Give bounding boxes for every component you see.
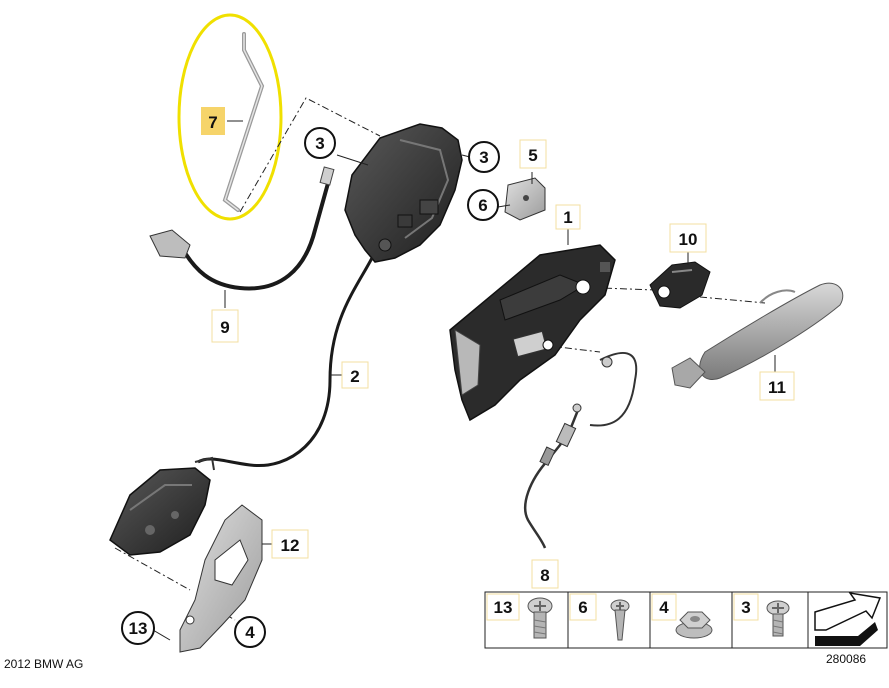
callout-3-left: 3 xyxy=(304,127,336,159)
part-12-bracket-plate xyxy=(179,504,272,653)
fastener-cell-6: 6 xyxy=(569,593,630,641)
lock-motor-unit xyxy=(109,456,215,556)
torx-screw-icon xyxy=(766,600,790,637)
svg-text:3: 3 xyxy=(315,134,324,153)
part-3-actuator-housing xyxy=(336,123,463,263)
callout-2: 2 xyxy=(341,361,369,389)
callout-1: 1 xyxy=(555,204,581,230)
svg-text:5: 5 xyxy=(528,146,537,165)
svg-text:13: 13 xyxy=(494,598,513,617)
svg-text:1: 1 xyxy=(563,208,572,227)
callout-11: 11 xyxy=(759,371,795,401)
callout-7: 7 xyxy=(201,107,225,135)
callout-6: 6 xyxy=(467,189,499,221)
part-9-cable xyxy=(149,166,335,308)
part-7-rod xyxy=(222,32,265,212)
callout-12: 12 xyxy=(271,529,309,559)
diagram-number: 280086 xyxy=(826,652,866,666)
hex-nut-icon xyxy=(675,611,713,639)
copyright-text: 2012 BMW AG xyxy=(4,657,83,671)
fastener-cell-4: 4 xyxy=(651,593,713,639)
callout-4: 4 xyxy=(234,616,266,648)
svg-text:9: 9 xyxy=(220,318,229,337)
svg-text:12: 12 xyxy=(281,536,300,555)
svg-text:6: 6 xyxy=(578,598,587,617)
part-10-cap xyxy=(649,252,711,309)
svg-text:4: 4 xyxy=(245,623,255,642)
callout-13: 13 xyxy=(121,611,171,645)
tool-arrow-icon xyxy=(814,591,882,646)
svg-text:7: 7 xyxy=(208,113,217,132)
highlight-ellipse xyxy=(177,13,283,221)
svg-text:4: 4 xyxy=(659,598,669,617)
part-5-bracket xyxy=(497,172,546,221)
callout-5: 5 xyxy=(519,139,547,169)
part-1-handle-carrier xyxy=(449,225,616,422)
svg-text:3: 3 xyxy=(741,598,750,617)
part-8-release-cable xyxy=(523,351,638,549)
long-screw-icon xyxy=(610,599,630,641)
part-2-bowden-cable xyxy=(197,257,374,468)
svg-text:13: 13 xyxy=(129,619,148,638)
svg-text:10: 10 xyxy=(679,230,698,249)
svg-text:11: 11 xyxy=(768,378,786,397)
callout-10: 10 xyxy=(669,223,707,253)
svg-text:3: 3 xyxy=(479,148,488,167)
part-11-outer-handle xyxy=(671,282,844,389)
svg-text:6: 6 xyxy=(478,196,487,215)
callout-3-right: 3 xyxy=(461,141,500,173)
svg-text:2: 2 xyxy=(350,367,359,386)
callout-9: 9 xyxy=(211,309,239,343)
fastener-cell-3: 3 xyxy=(733,593,790,637)
torx-screw-icon xyxy=(527,597,553,639)
fastener-cell-13: 13 xyxy=(486,593,553,639)
svg-text:8: 8 xyxy=(540,566,549,585)
fastener-table: 13 6 4 xyxy=(484,591,888,649)
callout-8: 8 xyxy=(531,559,559,589)
